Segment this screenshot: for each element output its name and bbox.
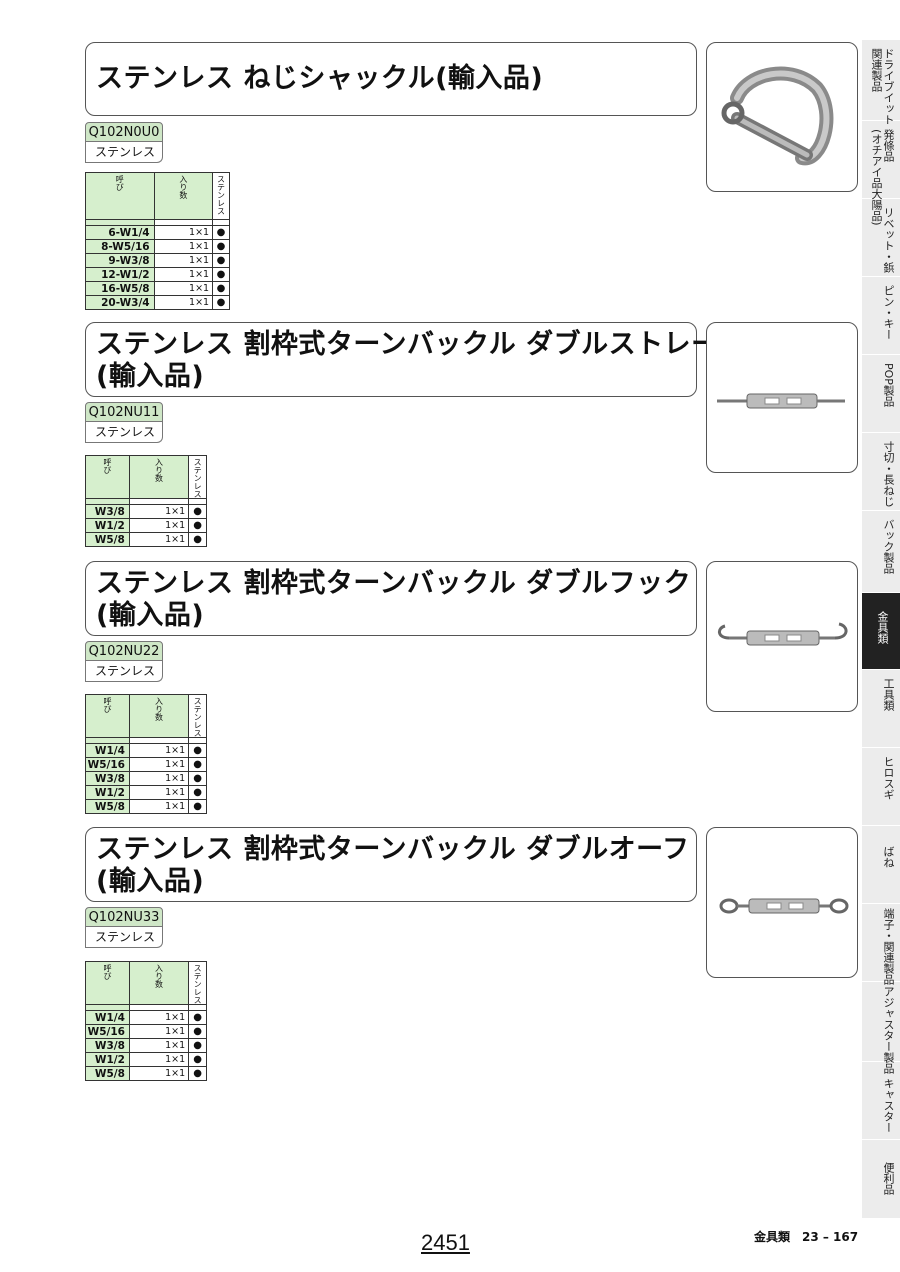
- sidebar-tab-adjuster[interactable]: アジャスター製品: [862, 982, 900, 1074]
- turnbuckle-straight-image: [717, 393, 845, 409]
- sidebar-tab-rivet[interactable]: リベット・鋲: [862, 199, 900, 277]
- col-header-name: 呼び: [85, 172, 155, 220]
- sidebar-tab-pop[interactable]: POP製品: [862, 355, 900, 433]
- product-title: ステンレス ねじシャックル(輸入品): [96, 63, 544, 94]
- sidebar-tab-back[interactable]: バック製品: [862, 511, 900, 593]
- col-header-qty: 入り数: [128, 455, 190, 499]
- sidebar-tab-pin-key[interactable]: ピン・キー: [862, 277, 900, 355]
- sidebar-tab-terminal[interactable]: 端子・関連製品: [862, 904, 900, 985]
- sidebar-tab-spring[interactable]: ばね: [862, 826, 900, 904]
- product-title-box: ステンレス 割枠式ターンバックル ダブルフック (輸入品): [85, 561, 697, 636]
- section-page-reference: 金具類 23 – 167: [754, 1230, 859, 1244]
- col-header-material: ステンレス: [188, 694, 207, 738]
- col-header-qty: 入り数: [153, 172, 214, 220]
- product-code-tag: Q102NU22 ステンレス: [85, 641, 163, 682]
- turnbuckle-eye-image: [719, 898, 849, 914]
- product-title: ステンレス 割枠式ターンバックル ダブルフック: [96, 568, 692, 599]
- product-title-line2: (輸入品): [96, 361, 205, 392]
- sidebar-tab-kanagu[interactable]: 金具類: [862, 593, 900, 670]
- product-code: Q102N0U0: [85, 122, 163, 142]
- product-title: ステンレス 割枠式ターンバックル ダブルオーフ: [96, 834, 690, 865]
- sidebar-tab-benri[interactable]: 便利品: [882, 1162, 895, 1195]
- sidebar-tab-hirosugi[interactable]: ヒロスギ: [862, 748, 900, 826]
- product-title-box: ステンレス 割枠式ターンバックル ダブルオーフ (輸入品): [85, 827, 697, 902]
- product-photo: [706, 827, 858, 978]
- product-code: Q102NU33: [85, 907, 163, 927]
- product-photo: [706, 322, 858, 473]
- product-code: Q102NU11: [85, 402, 163, 422]
- product-photo: [706, 42, 858, 192]
- col-header-name: 呼び: [85, 694, 130, 738]
- index-sidebar: ドライブイット 関連製品 発條品 (オチアイ品大陽品) リベット・鋲 ピン・キー…: [862, 40, 900, 1218]
- product-code-tag: Q102NU11 ステンレス: [85, 402, 163, 443]
- col-header-name: 呼び: [85, 961, 130, 1005]
- product-material: ステンレス: [85, 661, 163, 682]
- product-code-tag: Q102NU33 ステンレス: [85, 907, 163, 948]
- product-title-line2: (輸入品): [96, 866, 205, 897]
- shackle-image: [721, 66, 834, 166]
- col-header-qty: 入り数: [128, 961, 190, 1005]
- product-title-box: ステンレス 割枠式ターンバックル ダブルストレート (輸入品): [85, 322, 746, 397]
- col-header-qty: 入り数: [128, 694, 190, 738]
- sidebar-tab-tools[interactable]: 工具類: [862, 670, 900, 748]
- product-code: Q102NU22: [85, 641, 163, 661]
- product-material: ステンレス: [85, 927, 163, 948]
- sidebar-tab-drive-it[interactable]: ドライブイット 関連製品: [862, 40, 900, 125]
- product-code-tag: Q102N0U0 ステンレス: [85, 122, 163, 163]
- page-number: 2451: [421, 1230, 470, 1255]
- product-photo: [706, 561, 858, 712]
- col-header-material: ステンレス: [188, 455, 207, 499]
- product-material: ステンレス: [85, 142, 163, 163]
- sidebar-tab-hatsujo[interactable]: 発條品 (オチアイ品大陽品): [862, 121, 900, 226]
- sidebar-tab-sunkiri[interactable]: 寸切・長ねじ: [862, 433, 900, 511]
- product-title-line2: (輸入品): [96, 600, 205, 631]
- col-header-material: ステンレス: [188, 961, 207, 1005]
- col-header-name: 呼び: [85, 455, 130, 499]
- turnbuckle-hook-image: [718, 622, 848, 646]
- product-title-box: ステンレス ねじシャックル(輸入品): [85, 42, 697, 116]
- col-header-material: ステンレス: [212, 172, 230, 220]
- product-material: ステンレス: [85, 422, 163, 443]
- product-title: ステンレス 割枠式ターンバックル ダブルストレート: [96, 329, 747, 360]
- sidebar-tab-caster[interactable]: キャスター: [862, 1062, 900, 1140]
